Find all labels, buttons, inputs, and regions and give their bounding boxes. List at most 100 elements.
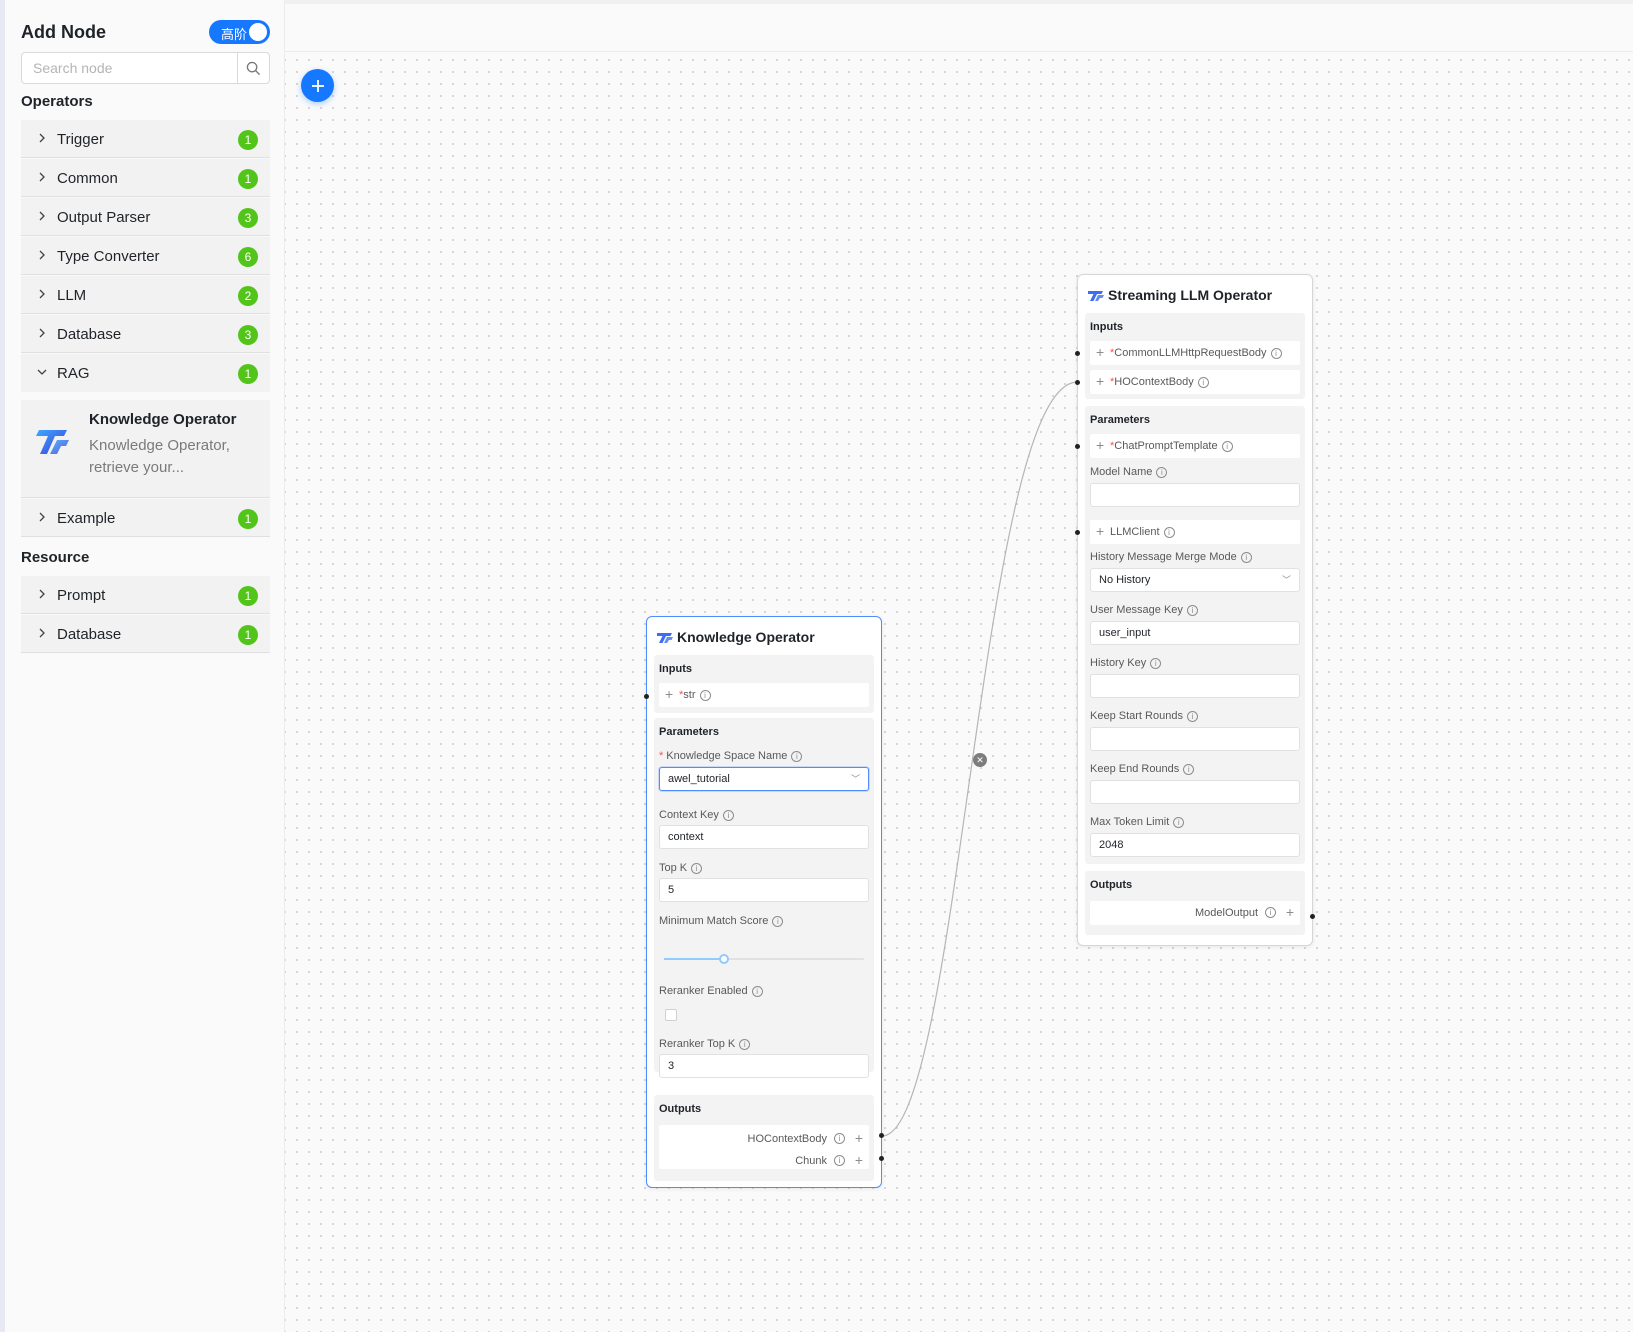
category-database[interactable]: Database 3: [21, 315, 270, 353]
category-example[interactable]: Example 1: [21, 499, 270, 537]
keep-end-rounds-input[interactable]: [1090, 780, 1300, 804]
label-text: User Message Key: [1090, 604, 1183, 616]
chevron-right-icon: [39, 211, 45, 221]
chevron-right-icon: [39, 328, 45, 338]
category-resource-database[interactable]: Database 1: [21, 615, 270, 653]
keep-start-rounds-input[interactable]: [1090, 727, 1300, 751]
toggle-knob: [249, 23, 267, 41]
info-icon: i: [751, 985, 763, 997]
input-handle[interactable]: [1075, 530, 1080, 535]
model-name-input[interactable]: [1090, 483, 1300, 507]
label-text: Context Key: [659, 809, 719, 821]
input-handle[interactable]: [644, 694, 649, 699]
category-label: Prompt: [57, 587, 106, 604]
label-text: Top K: [659, 862, 688, 874]
info-icon: i: [791, 750, 803, 762]
category-type-converter[interactable]: Type Converter 6: [21, 237, 270, 275]
count-badge: 3: [238, 325, 258, 345]
output-handle[interactable]: [879, 1156, 884, 1161]
search-input[interactable]: [22, 53, 237, 83]
input-handle[interactable]: [1075, 444, 1080, 449]
knowledge-operator-item[interactable]: Knowledge Operator Knowledge Operator, r…: [21, 400, 270, 498]
flow-canvas[interactable]: [285, 0, 1633, 1332]
toggle-label: 高阶: [221, 27, 248, 42]
output-handle[interactable]: [879, 1133, 884, 1138]
label-text: Keep Start Rounds: [1090, 710, 1183, 722]
reranker-top-k-input[interactable]: 3: [659, 1054, 869, 1078]
chevron-down-icon: ﹀: [1281, 575, 1291, 585]
plus-icon: +: [1096, 373, 1105, 389]
operator-logo-icon: [1088, 291, 1104, 301]
output-handle[interactable]: [1310, 914, 1315, 919]
input-handle[interactable]: [1075, 380, 1080, 385]
count-badge: 1: [238, 130, 258, 150]
add-node-button[interactable]: [301, 69, 334, 102]
input-handle[interactable]: [1075, 351, 1080, 356]
sidebar-header: Add Node 高阶: [21, 20, 273, 44]
reranker-enabled-checkbox[interactable]: [665, 1009, 677, 1021]
info-icon: i: [1270, 347, 1282, 359]
port-name: ChatPromptTemplate: [1114, 440, 1218, 452]
user-message-key-input[interactable]: user_input: [1090, 621, 1300, 645]
label-text: Reranker Enabled: [659, 985, 748, 997]
plus-icon: +: [854, 1130, 863, 1146]
info-icon: i: [1163, 526, 1175, 538]
min-match-score-slider[interactable]: [664, 954, 864, 964]
category-trigger[interactable]: Trigger 1: [21, 120, 270, 158]
count-badge: 3: [238, 208, 258, 228]
plus-icon: +: [854, 1152, 863, 1168]
history-merge-mode-select[interactable]: No History ﹀: [1090, 568, 1300, 592]
info-icon: i: [834, 1133, 845, 1144]
count-badge: 1: [238, 586, 258, 606]
category-prompt[interactable]: Prompt 1: [21, 576, 270, 614]
category-rag[interactable]: RAG 1: [21, 354, 270, 392]
slider-fill: [664, 958, 724, 960]
add-node-sidebar: Add Node 高阶 Operators Trigger 1 Common 1…: [5, 0, 285, 1332]
output-port-model-output[interactable]: ModelOutput i +: [1090, 901, 1300, 925]
category-label: Type Converter: [57, 248, 160, 265]
count-badge: 1: [238, 169, 258, 189]
count-badge: 1: [238, 364, 258, 384]
search-button[interactable]: [237, 53, 269, 83]
category-common[interactable]: Common 1: [21, 159, 270, 197]
context-key-input[interactable]: context: [659, 825, 869, 849]
delete-edge-button[interactable]: ✕: [973, 753, 987, 767]
chevron-right-icon: [39, 289, 45, 299]
node-title: Knowledge Operator: [677, 629, 815, 645]
advanced-mode-toggle[interactable]: 高阶: [209, 20, 270, 44]
node-header: Knowledge Operator: [647, 617, 881, 657]
label-text: Reranker Top K: [659, 1038, 736, 1050]
knowledge-space-select[interactable]: awel_tutorial ﹀: [659, 767, 869, 791]
info-icon: i: [722, 809, 734, 821]
category-label: Example: [57, 510, 116, 527]
history-key-input[interactable]: [1090, 674, 1300, 698]
max-token-limit-input[interactable]: 2048: [1090, 833, 1300, 857]
inputs-heading: Inputs: [659, 663, 692, 675]
output-port-chunk[interactable]: Chunk i +: [659, 1149, 869, 1169]
streaming-llm-operator-node[interactable]: Streaming LLM Operator Inputs + *CommonL…: [1077, 274, 1313, 946]
category-llm[interactable]: LLM 2: [21, 276, 270, 314]
top-k-input[interactable]: 5: [659, 878, 869, 902]
slider-handle[interactable]: [719, 954, 729, 964]
outputs-heading: Outputs: [659, 1103, 702, 1115]
chevron-right-icon: [39, 250, 45, 260]
category-output-parser[interactable]: Output Parser 3: [21, 198, 270, 236]
chevron-down-icon: [37, 369, 47, 375]
output-port-hocontextbody[interactable]: HOContextBody i +: [659, 1127, 869, 1147]
chevron-right-icon: [39, 628, 45, 638]
